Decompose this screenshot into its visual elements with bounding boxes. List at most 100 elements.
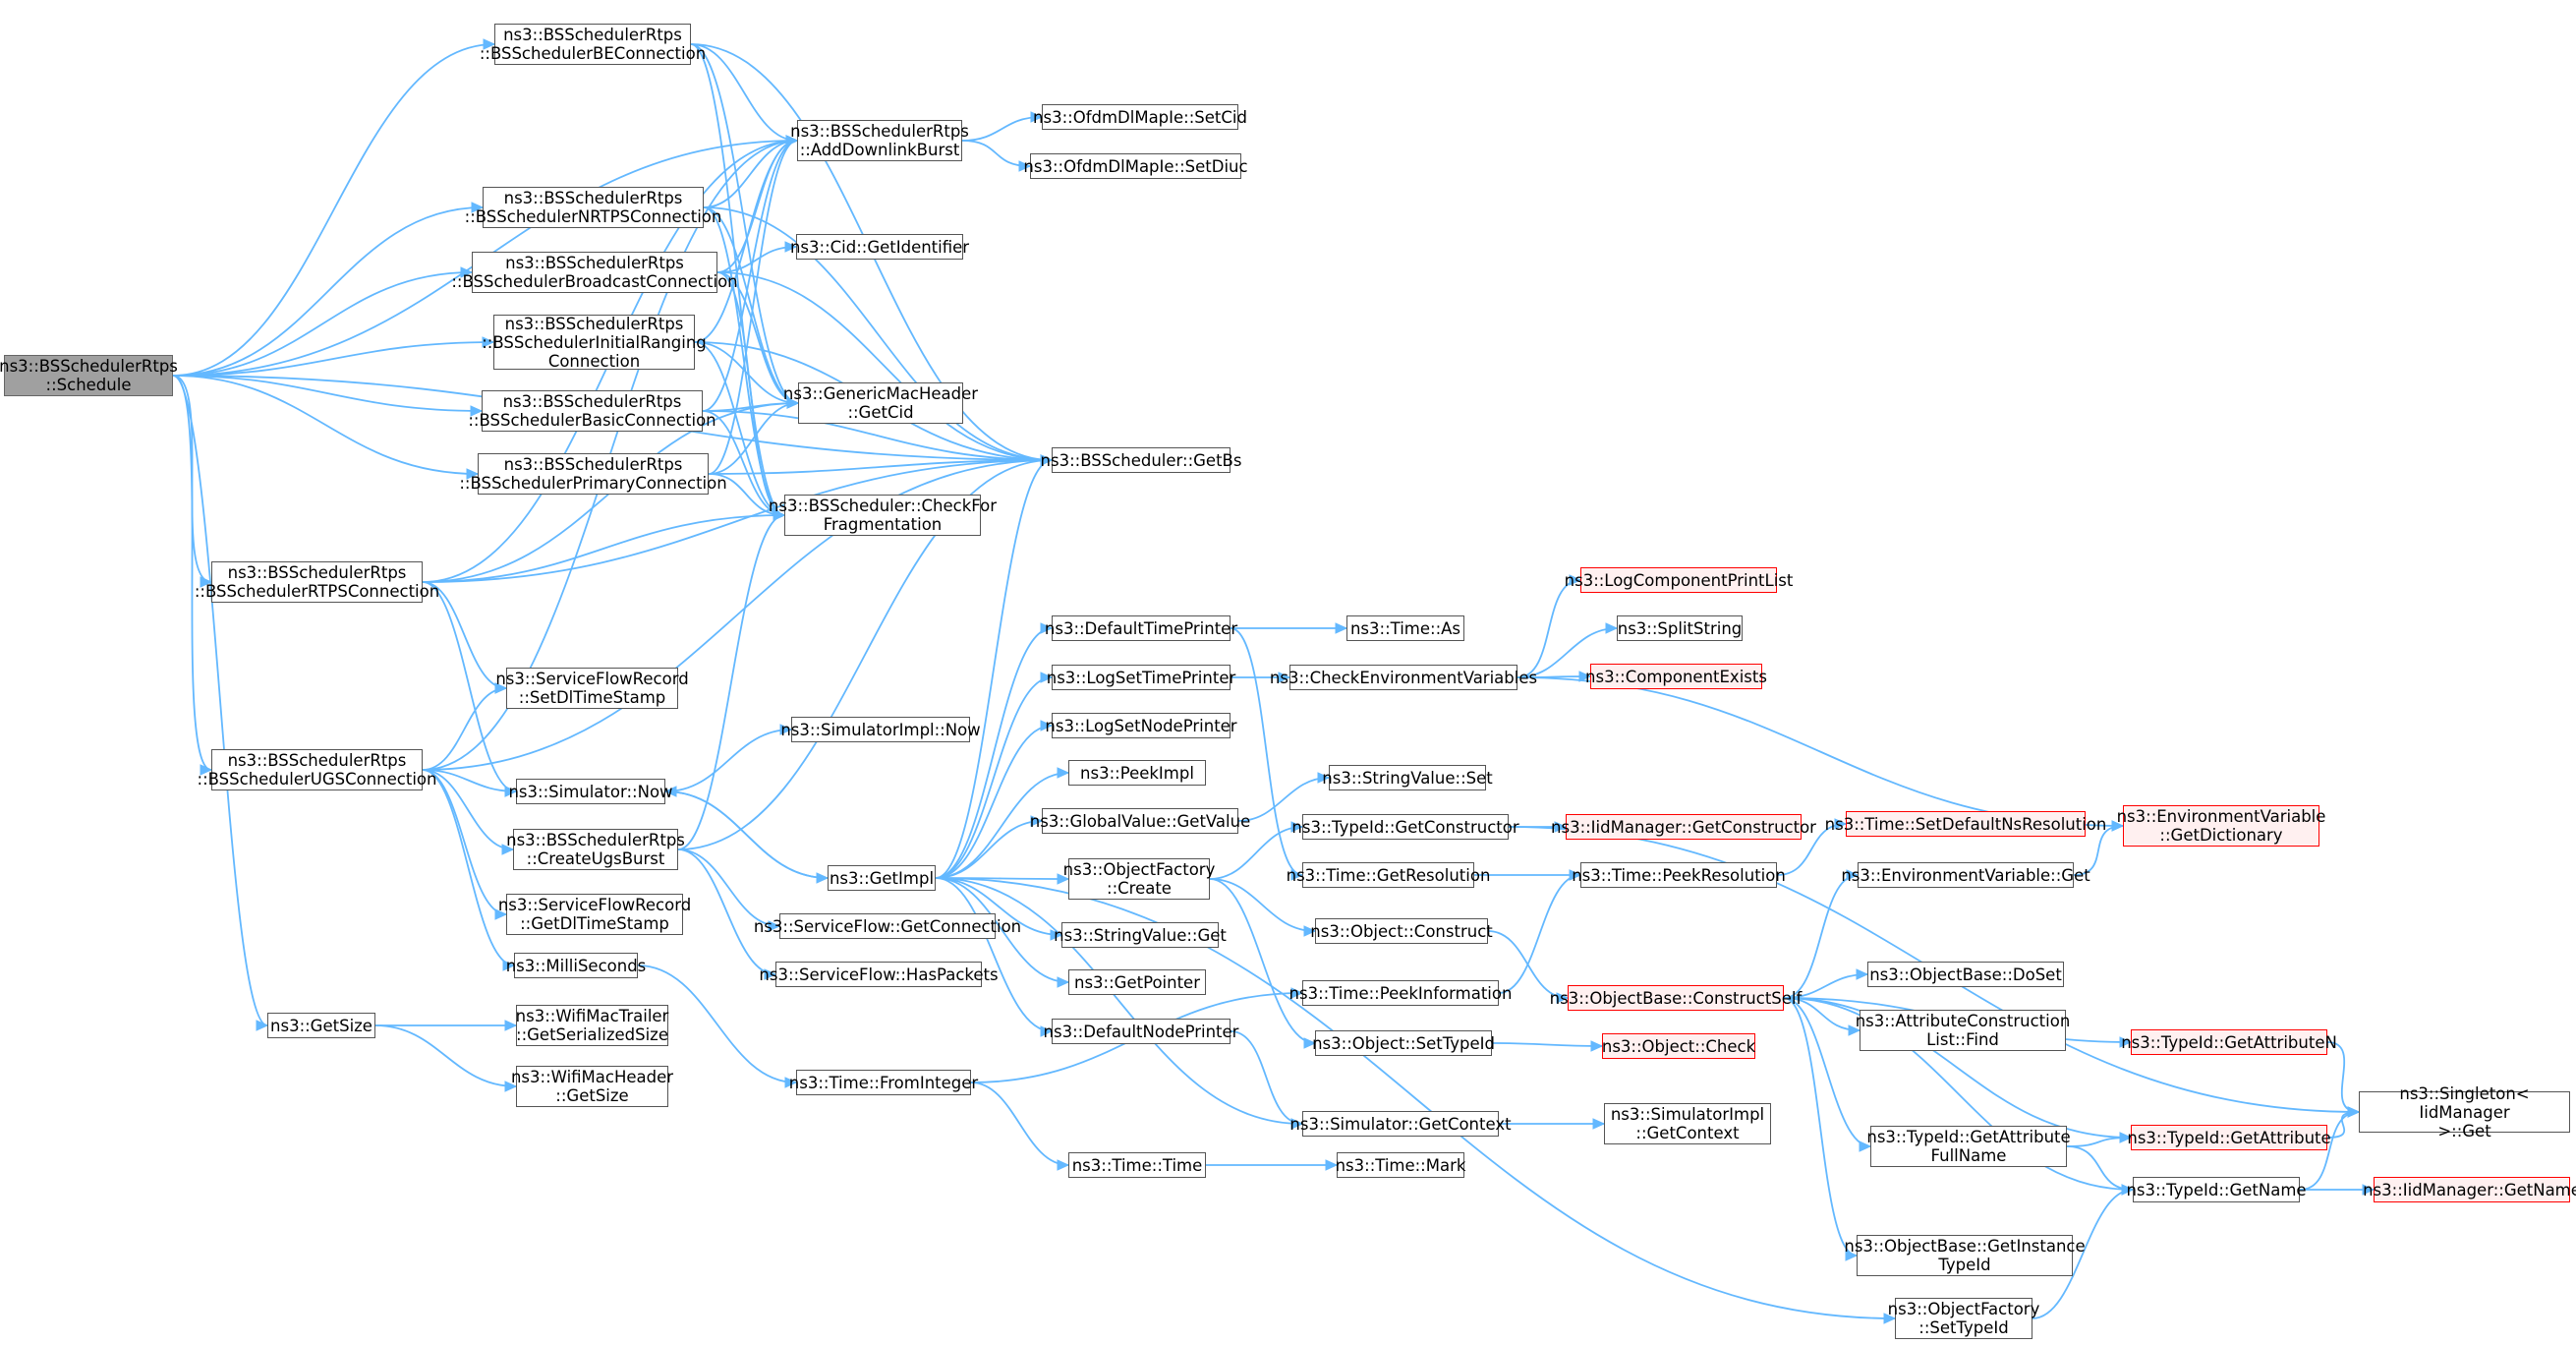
- edge-n29-n30: [970, 1082, 1069, 1166]
- node-bsschedulerrtps-bsschedulerbeconnection[interactable]: ns3::BSSchedulerRtps ::BSSchedulerBEConn…: [479, 24, 707, 65]
- node-genericmacheader-getcid[interactable]: ns3::GenericMacHeader ::GetCid: [782, 382, 979, 424]
- node-stringvalue-set[interactable]: ns3::StringValue::Set: [1322, 765, 1493, 790]
- edge-n9-n10: [694, 341, 799, 404]
- node-bsschedulerrtps-bsschedulerprimaryconnection[interactable]: ns3::BSSchedulerRtps ::BSSchedulerPrimar…: [459, 453, 727, 495]
- node-getpointer[interactable]: ns3::GetPointer: [1068, 969, 1206, 995]
- node-iidmanager-getname[interactable]: ns3::IidManager::GetName: [2363, 1177, 2576, 1202]
- node-bsschedulerrtps-bsschedulernrtpsconnection[interactable]: ns3::BSSchedulerRtps ::BSSchedulerNRTPSC…: [464, 187, 722, 228]
- node-bsscheduler-getbs[interactable]: ns3::BSScheduler::GetBs: [1041, 447, 1241, 473]
- node-stringvalue-get[interactable]: ns3::StringValue::Get: [1054, 922, 1227, 948]
- edge-n15-n18: [422, 581, 517, 792]
- node-logsetnodeprinter[interactable]: ns3::LogSetNodePrinter: [1045, 713, 1237, 738]
- edge-n26-n68: [935, 877, 1896, 1319]
- node-bsschedulerrtps-bsschedulerugsconnection[interactable]: ns3::BSSchedulerRtps ::BSSchedulerUGSCon…: [197, 749, 437, 790]
- node-getsize[interactable]: ns3::GetSize: [267, 1013, 375, 1038]
- edge-arrow-n1-n11: [470, 405, 484, 417]
- node-attributeconstruction-list-find[interactable]: ns3::AttributeConstruction List::Find: [1855, 1010, 2071, 1051]
- node-serviceflowrecord-getdltimestamp[interactable]: ns3::ServiceFlowRecord ::GetDlTimeStamp: [497, 894, 692, 935]
- node-object-check[interactable]: ns3::Object::Check: [1602, 1033, 1755, 1059]
- edge-arrow-n30-n31: [1325, 1159, 1339, 1171]
- node-typeid-getname[interactable]: ns3::TypeId::GetName: [2126, 1177, 2307, 1202]
- node-bsschedulerrtps-bsschedulerrtpsconnection[interactable]: ns3::BSSchedulerRtps ::BSSchedulerRTPSCo…: [194, 561, 440, 603]
- edge-arrow-n60-n59: [2111, 820, 2125, 832]
- node-logsettimeprinter[interactable]: ns3::LogSetTimePrinter: [1047, 665, 1235, 690]
- node-time-time[interactable]: ns3::Time::Time: [1068, 1152, 1206, 1178]
- node-objectfactory-settypeid[interactable]: ns3::ObjectFactory ::SetTypeId: [1887, 1298, 2040, 1339]
- node-defaulttimeprinter[interactable]: ns3::DefaultTimePrinter: [1045, 615, 1237, 641]
- node-serviceflowrecord-setdltimestamp[interactable]: ns3::ServiceFlowRecord ::SetDlTimeStamp: [495, 668, 689, 709]
- node-bsschedulerrtps-createugsburst[interactable]: ns3::BSSchedulerRtps ::CreateUgsBurst: [506, 829, 685, 870]
- edge-arrow-n54-n58: [1834, 818, 1848, 830]
- node-bsschedulerrtps-bsschedulerbroadcastconnection[interactable]: ns3::BSSchedulerRtps ::BSSchedulerBroadc…: [451, 252, 738, 293]
- node-simulator-now[interactable]: ns3::Simulator::Now: [508, 779, 673, 804]
- edge-n37-n46: [1209, 878, 1316, 932]
- edge-n22-n29: [637, 965, 797, 1083]
- edge-arrow-n1-n7: [460, 266, 474, 278]
- node-checkenvironmentvariables[interactable]: ns3::CheckEnvironmentVariables: [1270, 665, 1537, 690]
- edge-arrow-n20-n27: [768, 920, 781, 932]
- node-ofdmdlmapie-setcid[interactable]: ns3::OfdmDlMapIe::SetCid: [1033, 104, 1247, 130]
- edge-n6-n10: [703, 206, 799, 404]
- node-objectfactory-create[interactable]: ns3::ObjectFactory ::Create: [1062, 858, 1216, 900]
- node-time-peekresolution[interactable]: ns3::Time::PeekResolution: [1572, 862, 1786, 888]
- node-simulator-getcontext[interactable]: ns3::Simulator::GetContext: [1289, 1111, 1512, 1137]
- node-objectbase-doset[interactable]: ns3::ObjectBase::DoSet: [1867, 962, 2064, 987]
- edge-n20-n27: [677, 848, 780, 927]
- edge-n68-n66: [2032, 1189, 2134, 1319]
- node-object-construct[interactable]: ns3::Object::Construct: [1310, 918, 1493, 944]
- node-defaultnodeprinter[interactable]: ns3::DefaultNodePrinter: [1044, 1019, 1238, 1044]
- node-time-peekinformation[interactable]: ns3::Time::PeekInformation: [1289, 980, 1512, 1006]
- node-time-setdefaultnsresolution[interactable]: ns3::Time::SetDefaultNsResolution: [1825, 811, 2106, 837]
- node-time-mark[interactable]: ns3::Time::Mark: [1336, 1152, 1465, 1178]
- node-peekimpl[interactable]: ns3::PeekImpl: [1068, 760, 1206, 786]
- node-objectbase-constructself[interactable]: ns3::ObjectBase::ConstructSelf: [1550, 985, 1802, 1011]
- node-ofdmdlmapie-setdiuc[interactable]: ns3::OfdmDlMapIe::SetDiuc: [1023, 153, 1248, 179]
- edge-arrow-n18-n19: [779, 724, 793, 735]
- edge-arrow-n22-n29: [784, 1077, 798, 1088]
- node-environmentvariable-get[interactable]: ns3::EnvironmentVariable::Get: [1841, 862, 2090, 888]
- node-typeid-getattributen[interactable]: ns3::TypeId::GetAttributeN: [2121, 1029, 2337, 1055]
- node-iidmanager-getconstructor[interactable]: ns3::IidManager::GetConstructor: [1551, 814, 1816, 840]
- node-simulatorimpl-now[interactable]: ns3::SimulatorImpl::Now: [780, 717, 981, 742]
- node-serviceflow-haspackets[interactable]: ns3::ServiceFlow::HasPackets: [759, 962, 999, 987]
- node-globalvalue-getvalue[interactable]: ns3::GlobalValue::GetValue: [1030, 808, 1250, 834]
- node-bsscheduler-checkfor-fragmentation[interactable]: ns3::BSScheduler::CheckFor Fragmentation: [768, 495, 998, 536]
- edge-n17-n21: [422, 769, 507, 915]
- node-milliseconds[interactable]: ns3::MilliSeconds: [506, 953, 646, 978]
- node-getimpl[interactable]: ns3::GetImpl: [828, 865, 936, 891]
- node-objectbase-getinstance-typeid[interactable]: ns3::ObjectBase::GetInstance TypeId: [1844, 1235, 2086, 1276]
- node-bsschedulerrtps-bsschedulerinitialranging-connection[interactable]: ns3::BSSchedulerRtps ::BSSchedulerInitia…: [482, 314, 707, 371]
- edge-n7-n14: [716, 271, 785, 516]
- edge-n26-n18: [664, 790, 829, 879]
- node-simulatorimpl-getcontext[interactable]: ns3::SimulatorImpl ::GetContext: [1604, 1103, 1771, 1144]
- node-bsschedulerrtps-adddownlinkburst[interactable]: ns3::BSSchedulerRtps ::AddDownlinkBurst: [790, 120, 969, 161]
- node-singleton-iidmanager-get[interactable]: ns3::Singleton< IidManager >::Get: [2359, 1084, 2570, 1140]
- node-time-getresolution[interactable]: ns3::Time::GetResolution: [1287, 862, 1490, 888]
- edge-arrow-n55-n62: [1848, 1024, 1861, 1036]
- edge-n1-n23: [172, 375, 268, 1026]
- node-bsschedulerrtps-schedule[interactable]: ns3::BSSchedulerRtps ::Schedule: [0, 355, 178, 396]
- node-bsschedulerrtps-bsschedulerbasicconnection[interactable]: ns3::BSSchedulerRtps ::BSSchedulerBasicC…: [468, 390, 716, 432]
- edge-n17-n22: [422, 769, 515, 966]
- edge-arrow-n55-n61: [1856, 968, 1869, 980]
- node-splitstring[interactable]: ns3::SplitString: [1617, 615, 1743, 641]
- node-environmentvariable-getdictionary[interactable]: ns3::EnvironmentVariable ::GetDictionary: [2116, 805, 2326, 847]
- node-wifimacheader-getsize[interactable]: ns3::WifiMacHeader ::GetSize: [510, 1066, 674, 1107]
- edge-arrow-n49-n57: [1592, 1118, 1606, 1130]
- node-typeid-getattribute[interactable]: ns3::TypeId::GetAttribute: [2127, 1125, 2331, 1150]
- node-wifimactrailer-getserializedsize[interactable]: ns3::WifiMacTrailer ::GetSerializedSize: [515, 1005, 669, 1046]
- node-typeid-getconstructor[interactable]: ns3::TypeId::GetConstructor: [1291, 814, 1519, 840]
- edge-n26-n39: [935, 877, 1069, 983]
- edge-n20-n28: [677, 848, 776, 975]
- edge-n1-n6: [172, 206, 484, 377]
- node-object-settypeid[interactable]: ns3::Object::SetTypeId: [1312, 1030, 1495, 1056]
- edge-arrow-n26-n34: [1040, 720, 1054, 731]
- node-time-frominteger[interactable]: ns3::Time::FromInteger: [789, 1070, 978, 1095]
- node-typeid-getattribute-fullname[interactable]: ns3::TypeId::GetAttribute FullName: [1866, 1126, 2071, 1167]
- node-logcomponentprintlist[interactable]: ns3::LogComponentPrintList: [1565, 567, 1793, 593]
- node-cid-getidentifier[interactable]: ns3::Cid::GetIdentifier: [790, 234, 969, 260]
- node-serviceflow-getconnection[interactable]: ns3::ServiceFlow::GetConnection: [754, 913, 1021, 939]
- node-time-as[interactable]: ns3::Time::As: [1346, 615, 1464, 641]
- edge-n1-n7: [172, 271, 473, 377]
- node-componentexists[interactable]: ns3::ComponentExists: [1585, 664, 1767, 689]
